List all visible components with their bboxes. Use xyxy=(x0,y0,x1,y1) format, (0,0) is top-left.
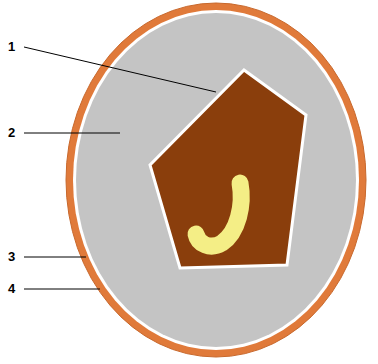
endosperm xyxy=(76,13,356,347)
embryo xyxy=(196,183,241,246)
leader-line xyxy=(24,289,100,290)
callout-number: 3 xyxy=(8,250,15,263)
leader-lines xyxy=(24,47,216,289)
leader-line xyxy=(24,47,216,92)
leader-line xyxy=(24,257,86,258)
inner-membrane xyxy=(73,10,359,350)
outer-coat xyxy=(66,3,366,357)
callout-number: 1 xyxy=(8,40,15,53)
callout-number: 2 xyxy=(8,126,15,139)
callout-number: 4 xyxy=(8,282,15,295)
leader-line xyxy=(24,133,120,134)
nucellus-pentagon xyxy=(150,70,306,268)
